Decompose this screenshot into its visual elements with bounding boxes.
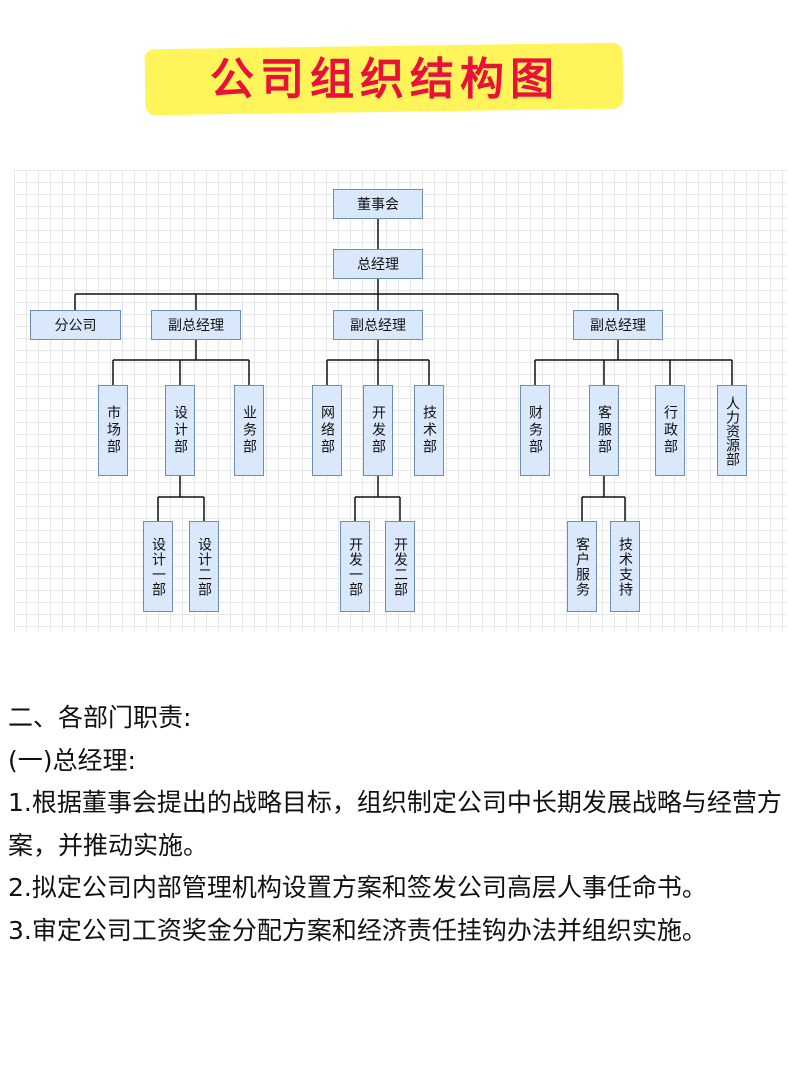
node-vp-2: 副总经理: [333, 310, 423, 340]
node-dept-market: 市场部: [98, 385, 128, 476]
node-dept-business: 业务部: [234, 385, 264, 476]
node-vp-3: 副总经理: [573, 310, 663, 340]
section-heading: 二、各部门职责:: [8, 703, 192, 732]
node-board: 董事会: [333, 189, 423, 219]
node-branch: 分公司: [30, 310, 121, 340]
duty-item-3: 3.审定公司工资奖金分配方案和经济责任挂钩办法并组织实施。: [8, 915, 707, 945]
node-dept-finance: 财务部: [520, 385, 550, 476]
node-sub-customer-service: 客户服务: [567, 521, 597, 612]
node-sub-tech-support: 技术支持: [610, 521, 640, 612]
node-general-manager: 总经理: [333, 249, 423, 279]
page-title: 公司组织结构图: [210, 54, 560, 105]
subsection-heading: (一)总经理:: [8, 745, 136, 775]
title-banner: 公司组织结构图: [144, 40, 625, 120]
node-dept-development: 开发部: [363, 385, 393, 476]
duty-item-1: 1.根据董事会提出的战略目标，组织制定公司中长期发展战略与经营方案，并推动实施。: [8, 788, 782, 860]
node-dept-network: 网络部: [312, 385, 342, 476]
node-dept-customer-service: 客服部: [589, 385, 619, 476]
node-sub-design-2: 设计二部: [189, 521, 219, 612]
duty-item-2: 2.拟定公司内部管理机构设置方案和签发公司高层人事任命书。: [8, 873, 707, 902]
node-dept-hr: 人力资源部: [717, 385, 747, 476]
node-dept-design: 设计部: [165, 385, 195, 476]
node-sub-dev-1: 开发一部: [340, 521, 370, 612]
node-vp-1: 副总经理: [151, 310, 241, 340]
node-sub-design-1: 设计一部: [143, 521, 173, 612]
duties-text: 二、各部门职责: (一)总经理: 1.根据董事会提出的战略目标，组织制定公司中长…: [8, 697, 798, 952]
node-dept-technology: 技术部: [414, 385, 444, 476]
node-dept-administration: 行政部: [655, 385, 685, 476]
node-sub-dev-2: 开发二部: [385, 521, 415, 612]
